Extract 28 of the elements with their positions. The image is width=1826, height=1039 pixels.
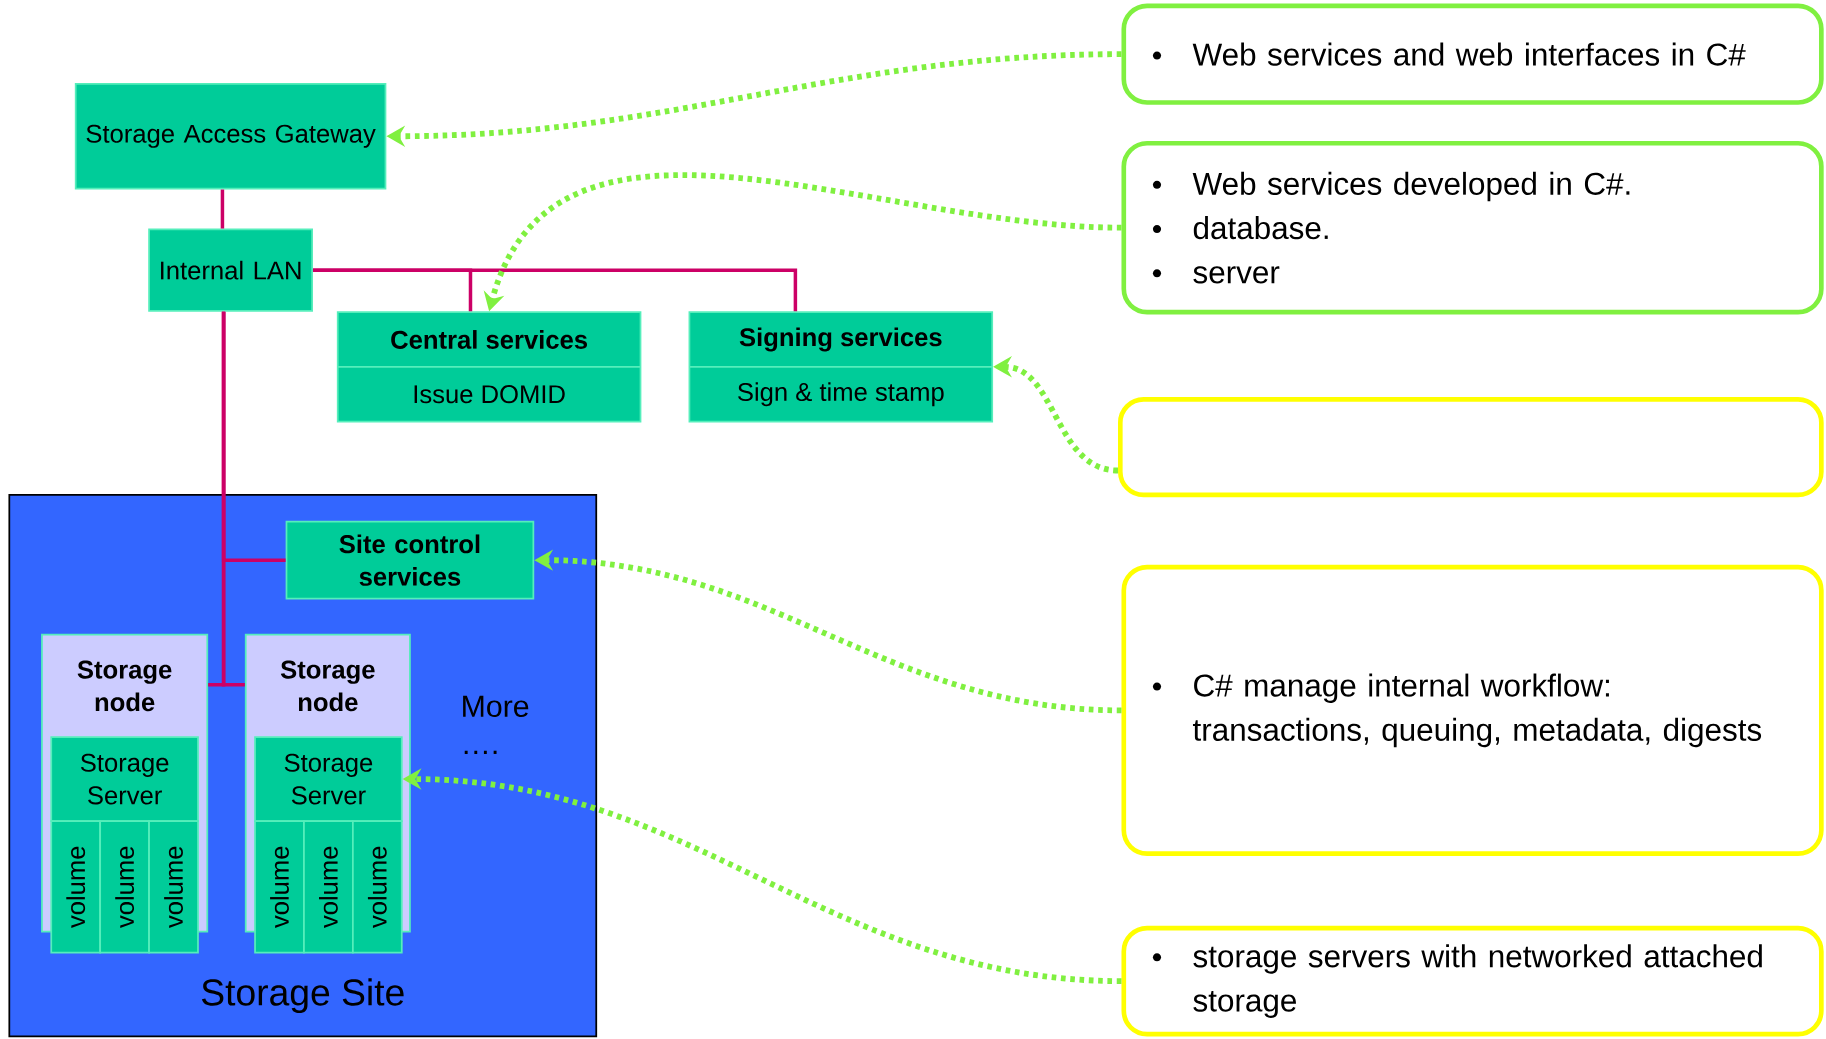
service-box: Storage Server (50, 736, 199, 822)
bullet-text: Web services and web interfaces in C# (1192, 42, 1746, 66)
note-box (1121, 3, 1824, 105)
connector-line (220, 189, 225, 229)
bullet-text: database. (1193, 216, 1328, 240)
volume-box: volume (50, 820, 102, 954)
note-box (1121, 564, 1824, 857)
service-box: Storage Server (254, 736, 403, 822)
note-text: More …. (463, 695, 529, 755)
bullet-text: server (1193, 266, 1280, 284)
bullet-text: C# manage internal workflow: transactions, queuing, metadata, digests (1193, 673, 1762, 748)
service-box: Storage Access Gateway (74, 83, 387, 190)
service-box: Central services Issue DOMID (336, 311, 642, 423)
note-box (1117, 397, 1824, 498)
volume-box: volume (254, 820, 305, 954)
volume-box: volume (99, 820, 150, 954)
service-box: Site control services (285, 520, 535, 600)
bullet-text: Web services developed in C#. (1192, 171, 1630, 202)
note-box (1121, 141, 1824, 315)
service-box: Internal LAN (148, 228, 313, 312)
volume-box: volume (148, 820, 199, 954)
connector-line (221, 311, 245, 687)
volume-box: volume (352, 820, 403, 954)
note-box (1121, 925, 1824, 1037)
bullet-text: storage servers with networked attached storage (1193, 944, 1762, 1018)
service-box: Signing services Sign & time stamp (688, 311, 994, 423)
connector-line (313, 268, 798, 312)
volume-box: volume (303, 820, 354, 954)
